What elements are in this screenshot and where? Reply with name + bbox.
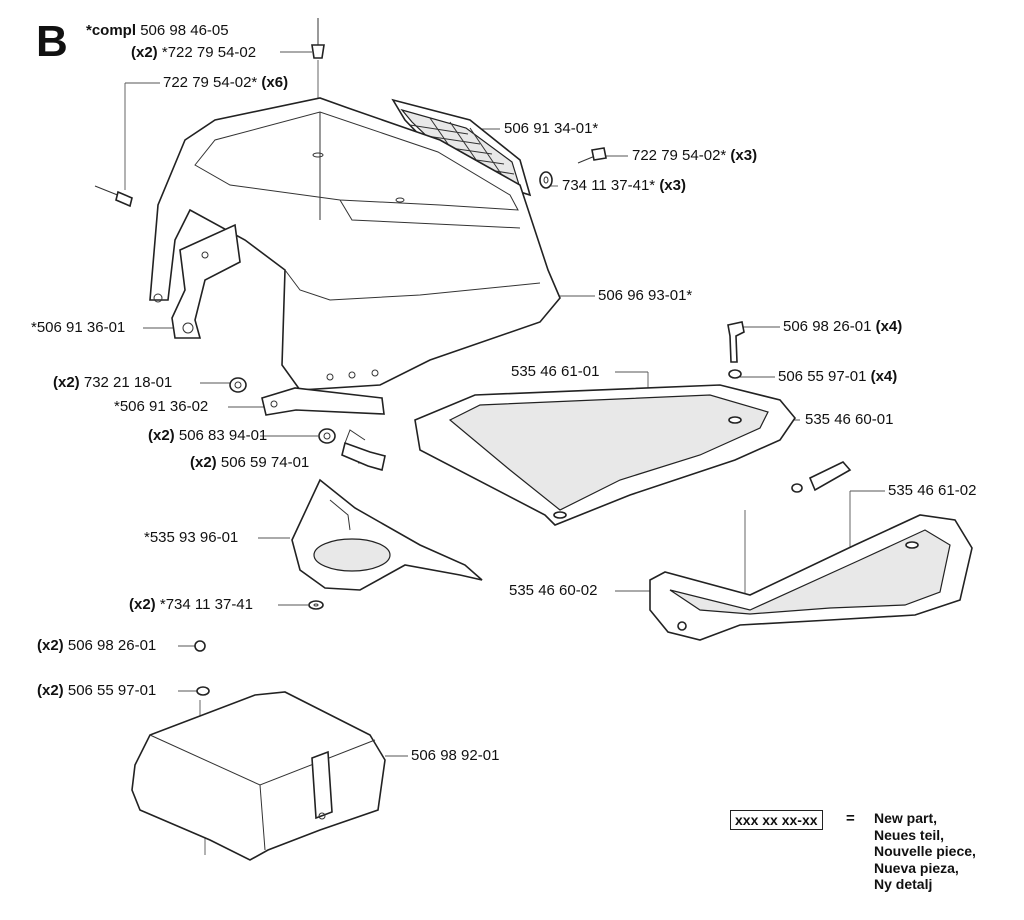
part-label: (x2) *722 79 54-02: [131, 44, 257, 61]
armrest-right: [649, 461, 973, 641]
strap-bracket: [229, 377, 386, 472]
section-letter: B: [36, 17, 68, 66]
rivet-pins: [94, 18, 607, 208]
battery-cover: [131, 640, 386, 861]
part-label: 506 96 93-01*: [598, 287, 693, 304]
complete-assembly-label: *compl 506 98 46-05: [86, 22, 229, 39]
part-label: *506 91 36-02: [114, 398, 209, 415]
part-label: 506 91 34-01*: [504, 120, 599, 137]
part-label: *506 91 36-01: [31, 319, 126, 336]
legend-description: New part, Neues teil, Nouvelle piece, Nu…: [874, 810, 976, 892]
part-label: *535 93 96-01: [144, 529, 239, 546]
cup-holder: [291, 478, 483, 610]
legend-sample-box: xxx xx xx-xx: [730, 810, 823, 830]
part-label: 734 11 37-41* (x3): [562, 177, 686, 194]
hood-cover: [149, 97, 561, 391]
part-label: (x2) 506 55 97-01: [37, 682, 157, 699]
part-label: 722 79 54-02* (x6): [163, 74, 289, 91]
part-label: 506 98 92-01: [411, 747, 500, 764]
part-label: 722 79 54-02* (x3): [632, 147, 758, 164]
part-label: (x2) 506 98 26-01: [37, 637, 157, 654]
part-label: (x2) 732 21 18-01: [53, 374, 173, 391]
legend-equals: =: [846, 810, 855, 827]
bracket-rear: [171, 223, 241, 339]
part-label: 535 46 60-01: [805, 411, 894, 428]
part-label: (x2) 506 83 94-01: [148, 427, 268, 444]
part-label: (x2) 506 59 74-01: [190, 454, 310, 471]
armrest-left: [414, 321, 797, 526]
part-label: (x2) *734 11 37-41: [129, 596, 253, 613]
part-label: 535 46 61-01: [511, 363, 600, 380]
part-label: 535 46 60-02: [509, 582, 598, 599]
part-label: 506 55 97-01 (x4): [778, 368, 898, 385]
part-label: 535 46 61-02: [888, 482, 977, 499]
part-label: 506 98 26-01 (x4): [783, 318, 903, 335]
